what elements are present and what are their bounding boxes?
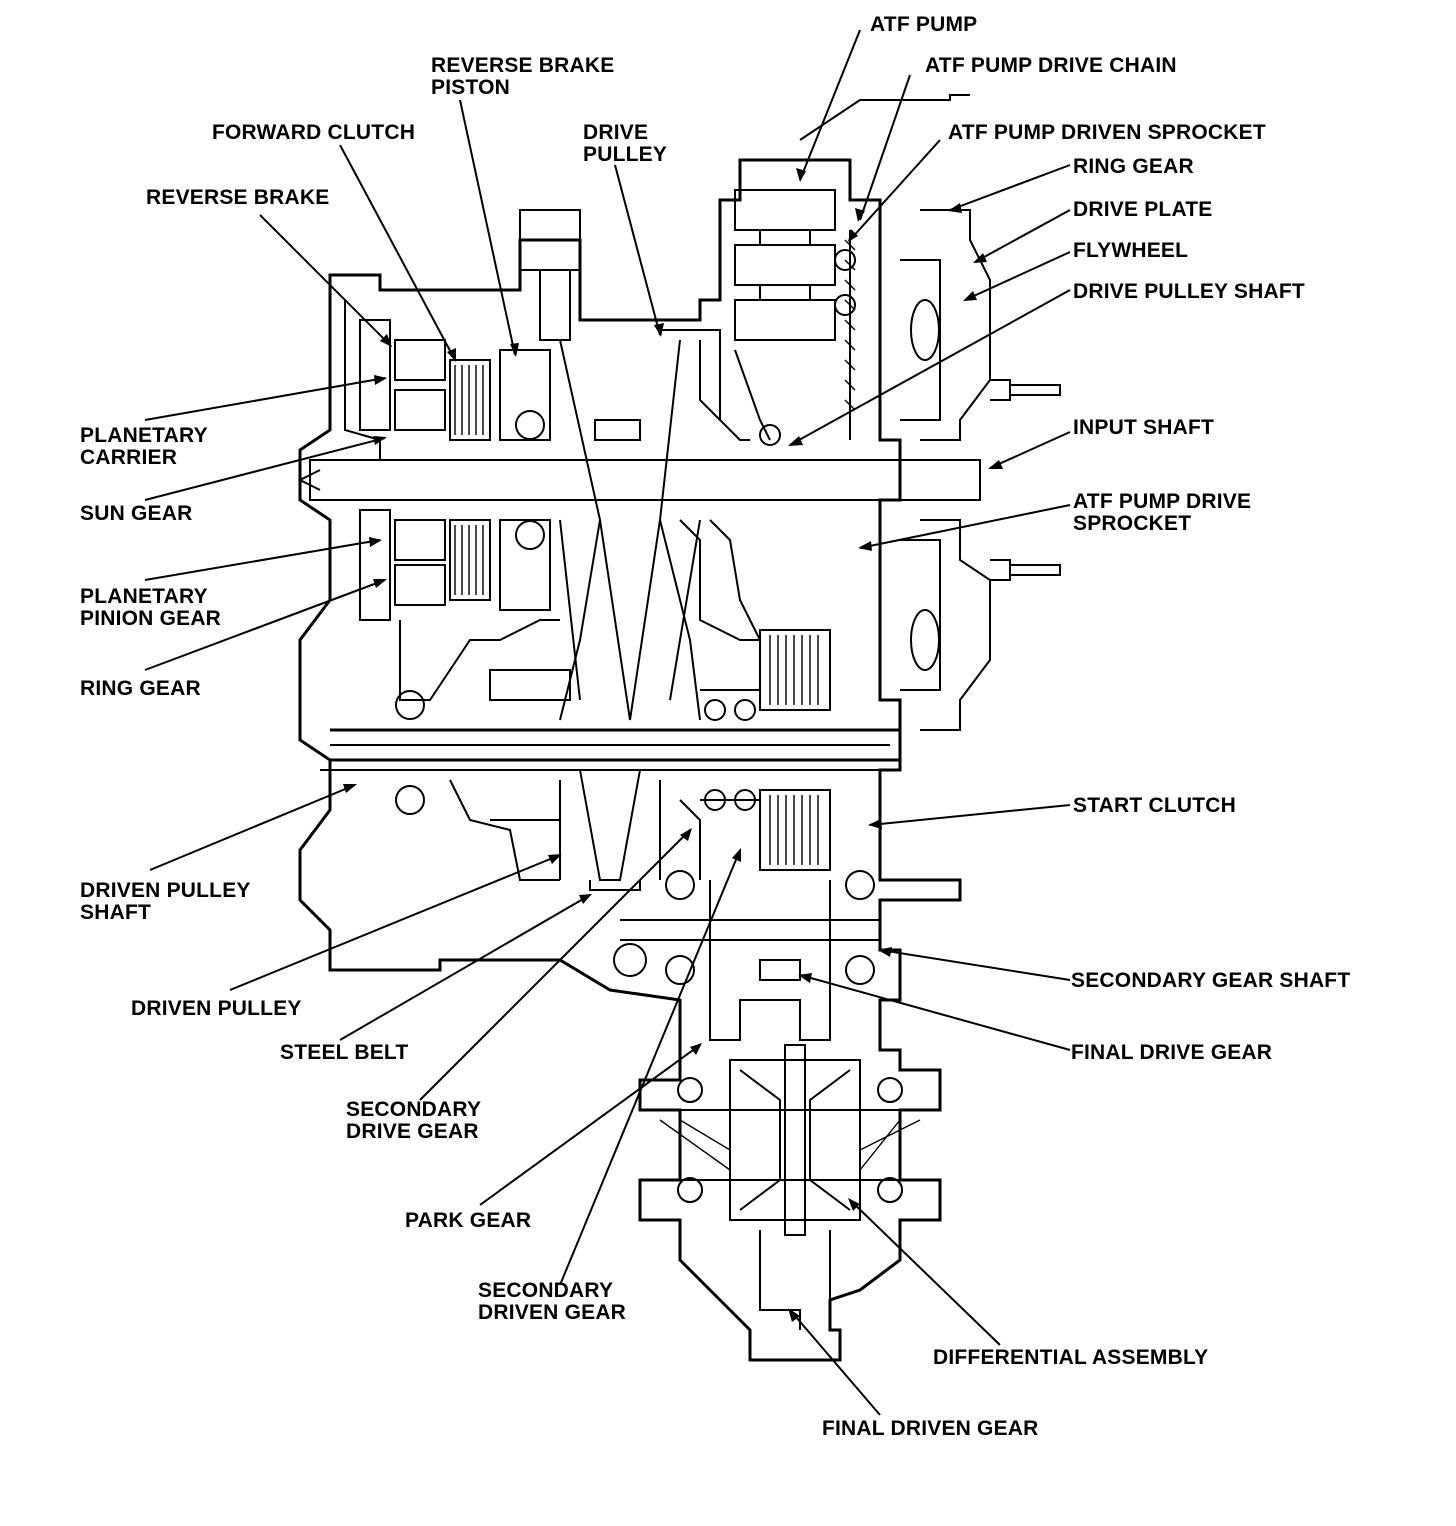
differential-drawing	[620, 880, 921, 1330]
label-secondary-drive-gear: SECONDARY DRIVE GEAR	[346, 1098, 482, 1143]
label-driven-pulley: DRIVEN PULLEY	[131, 997, 302, 1020]
label-steel-belt: STEEL BELT	[280, 1041, 409, 1064]
label-sun-gear: SUN GEAR	[80, 502, 193, 525]
arrow-heads	[343, 168, 1003, 1322]
label-start-clutch: START CLUTCH	[1073, 794, 1236, 817]
planetary-gearset-drawing	[359, 209, 581, 720]
label-ring-gear-top: RING GEAR	[1073, 155, 1194, 178]
label-final-driven-gear: FINAL DRIVEN GEAR	[822, 1417, 1039, 1440]
label-drive-plate: DRIVE PLATE	[1073, 198, 1213, 221]
atf-pump-drawing	[734, 94, 970, 446]
label-driven-pulley-shaft: DRIVEN PULLEY SHAFT	[80, 879, 251, 924]
label-forward-clutch: FORWARD CLUTCH	[212, 121, 416, 144]
label-drive-pulley-shaft: DRIVE PULLEY SHAFT	[1073, 280, 1305, 303]
label-drive-pulley: DRIVE PULLEY	[583, 121, 668, 166]
label-differential-assembly: DIFFERENTIAL ASSEMBLY	[933, 1346, 1209, 1369]
label-final-drive-gear: FINAL DRIVE GEAR	[1071, 1041, 1273, 1064]
label-atf-pump-driven-sprocket: ATF PUMP DRIVEN SPROCKET	[948, 121, 1266, 144]
label-atf-pump-drive-sprocket: ATF PUMP DRIVE SPROCKET	[1073, 490, 1252, 535]
label-atf-pump-drive-chain: ATF PUMP DRIVE CHAIN	[925, 54, 1177, 77]
label-reverse-brake: REVERSE BRAKE	[146, 186, 330, 209]
label-atf-pump: ATF PUMP	[870, 13, 978, 36]
start-clutch-drawing	[700, 629, 831, 871]
label-planetary-pinion-gear: PLANETARY PINION GEAR	[80, 585, 222, 630]
label-secondary-driven-gear: SECONDARY DRIVEN GEAR	[478, 1279, 627, 1324]
label-planetary-carrier: PLANETARY CARRIER	[80, 424, 208, 469]
leader-lines	[144, 29, 1071, 1416]
label-secondary-gear-shaft: SECONDARY GEAR SHAFT	[1071, 969, 1351, 992]
label-input-shaft: INPUT SHAFT	[1073, 416, 1215, 439]
label-park-gear: PARK GEAR	[405, 1209, 532, 1232]
label-reverse-brake-piston: REVERSE BRAKE PISTON	[431, 54, 615, 99]
driven-pulley-drawing	[449, 769, 701, 891]
bearings-drawing	[395, 785, 903, 1203]
label-flywheel: FLYWHEEL	[1073, 239, 1189, 262]
drive-pulley-drawing	[559, 329, 761, 721]
label-ring-gear-left: RING GEAR	[80, 677, 201, 700]
